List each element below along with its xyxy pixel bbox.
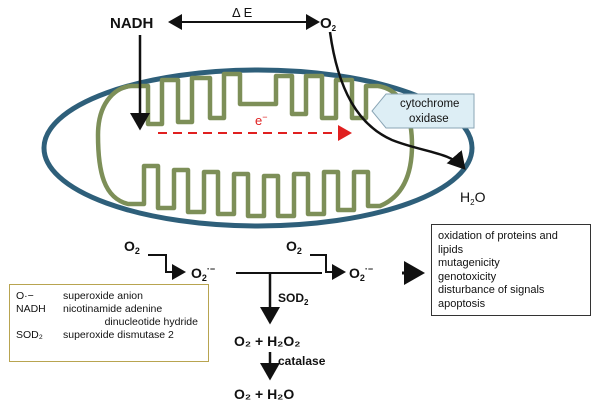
effect-item: apoptosis	[438, 297, 486, 310]
o2-right-label: O2	[286, 238, 302, 256]
cytochrome-callout	[371, 93, 475, 129]
effect-item: mutagenicity	[438, 257, 500, 269]
effects-box: oxidation of proteins and lipids mutagen…	[431, 224, 591, 316]
product-2-label: O₂ + H₂O	[234, 386, 294, 402]
legend-row: dinucleotide hydride	[16, 316, 202, 329]
legend-row: O·− superoxide anion	[16, 290, 202, 303]
inner-membrane	[95, 71, 415, 219]
legend-def: superoxide dismutase 2	[63, 329, 174, 341]
outer-membrane	[41, 67, 475, 229]
electron-label: e−	[255, 112, 268, 128]
legend-row: SOD₂ superoxide dismutase 2	[16, 329, 202, 342]
o2-right-bent-arrow	[310, 254, 346, 280]
effect-item: disturbance of signals	[438, 284, 545, 296]
cytochrome-label-1: cytochrome	[400, 98, 459, 110]
product-1-label: O₂ + H₂O₂	[234, 333, 301, 349]
legend-def: nicotinamide adenine	[63, 303, 163, 315]
nadh-label: NADH	[110, 15, 153, 32]
o2-left-label: O2	[124, 238, 140, 256]
legend-abbr: SOD₂	[16, 329, 43, 341]
delta-e-label: Δ E	[232, 5, 253, 20]
o2-top-label: O2	[320, 15, 337, 33]
legend-abbr: NADH	[16, 303, 46, 315]
effect-item: oxidation of proteins and lipids	[438, 230, 558, 256]
o2-to-water-arrow	[328, 31, 466, 170]
cytochrome-label-2: oxidase	[409, 113, 449, 125]
legend-row: NADH nicotinamide adenine	[16, 303, 202, 316]
effect-item: genotoxicity	[438, 270, 497, 283]
o2-left-bent-arrow	[148, 254, 186, 280]
legend-def: dinucleotide hydride	[104, 316, 198, 328]
water-label: H2O	[460, 189, 486, 207]
catalase-label: catalase	[278, 354, 326, 368]
legend-abbr: O·−	[16, 290, 34, 302]
legend-box: O·− superoxide anion NADH nicotinamide a…	[9, 284, 209, 362]
superoxide-1-label: O2·−	[191, 264, 215, 283]
superoxide-2-label: O2·−	[349, 264, 373, 283]
legend-abbr	[16, 316, 63, 329]
legend-def: superoxide anion	[63, 290, 143, 302]
sod2-label: SOD2	[278, 291, 309, 307]
